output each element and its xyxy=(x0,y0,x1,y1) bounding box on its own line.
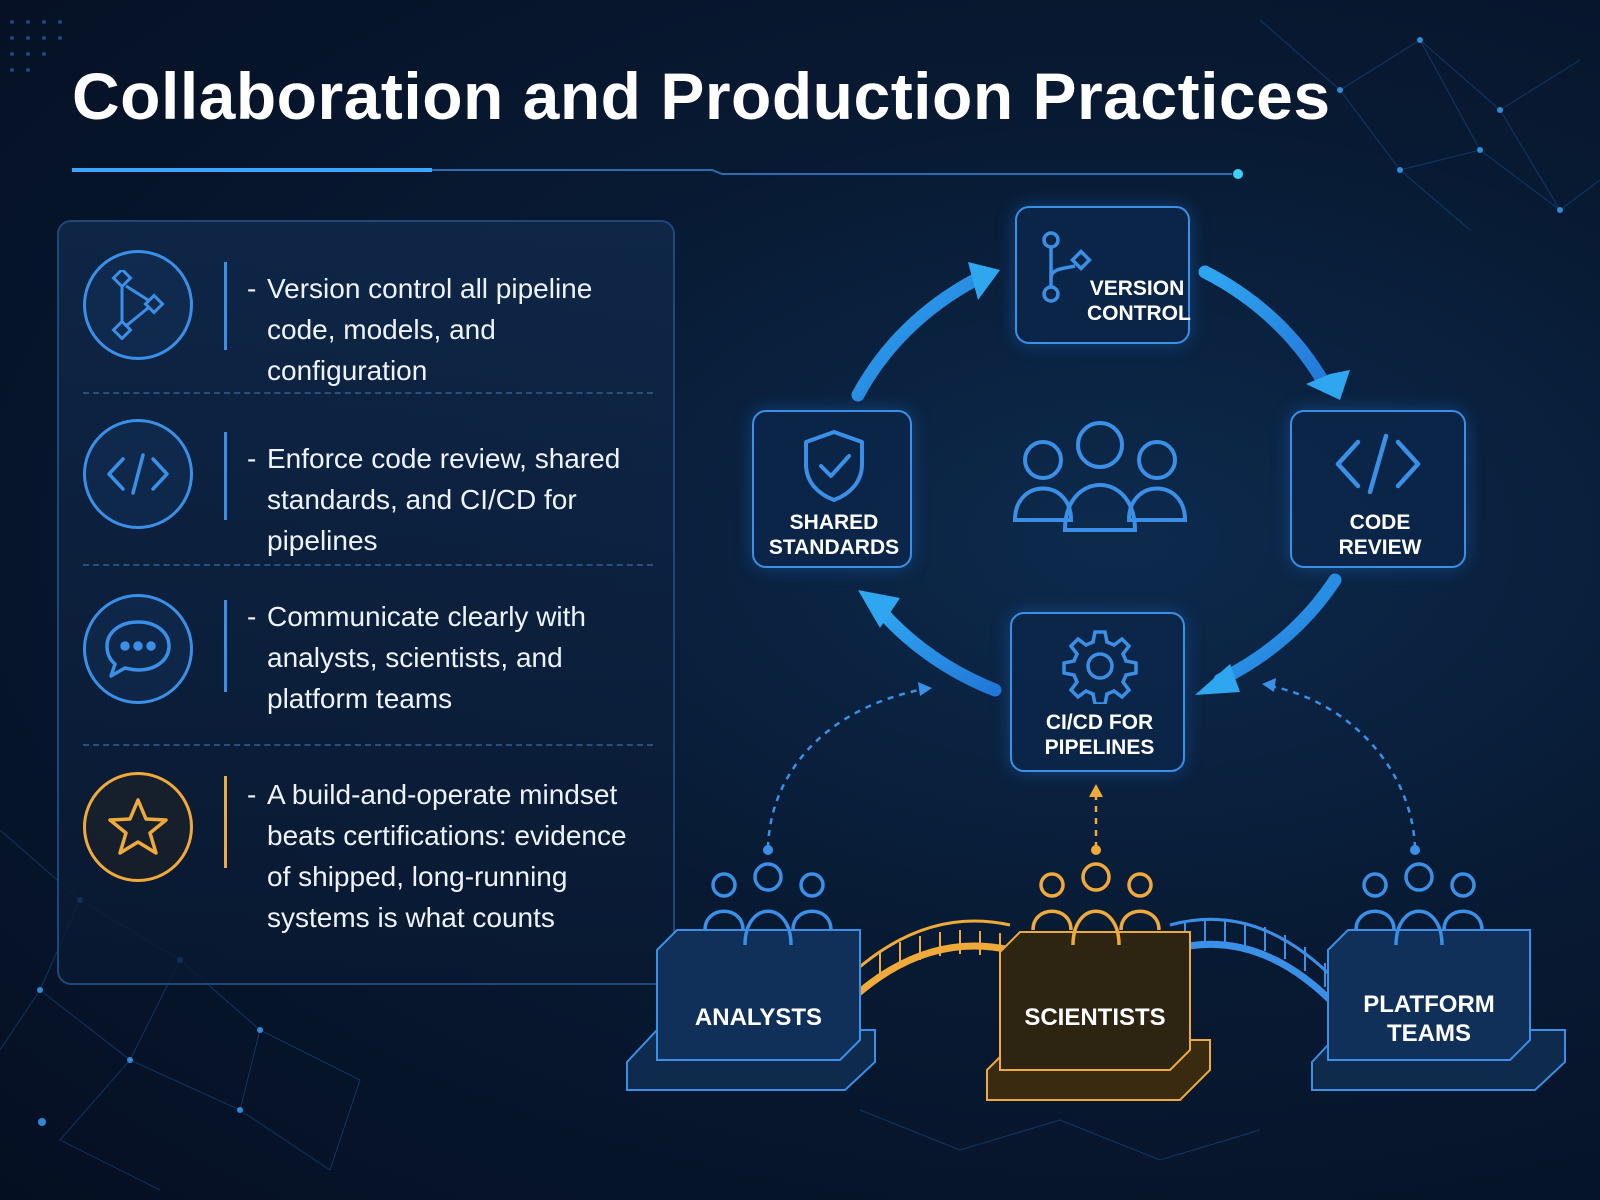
bullet-row-1: -Version control all pipeline code, mode… xyxy=(59,222,677,394)
bullet-row-4: -A build-and-operate mindset beats certi… xyxy=(59,746,677,986)
chat-bubble-icon xyxy=(83,594,193,704)
node-code-review: CODE REVIEW xyxy=(1290,410,1466,568)
node-label: CI/CD FOR PIPELINES xyxy=(1044,711,1155,759)
node-shared-standards: SHARED STANDARDS xyxy=(752,410,912,568)
node-version-control: VERSION CONTROL xyxy=(1015,206,1191,344)
team-label-analysts: ANALYSTS xyxy=(694,1004,823,1031)
page-title: Collaboration and Production Practices xyxy=(72,59,1331,133)
bullet-accent-bar xyxy=(224,432,227,520)
arrowhead xyxy=(1306,370,1350,400)
title-underline xyxy=(72,168,1243,179)
platform-pedestal xyxy=(1311,929,1566,1091)
arrow-version-to-review xyxy=(1198,265,1332,392)
shield-check-icon xyxy=(804,430,864,502)
team-label-scientists: SCIENTISTS xyxy=(1024,1004,1166,1031)
star-icon xyxy=(83,772,193,882)
node-label: VERSION CONTROL xyxy=(1087,277,1191,325)
git-branch-icon xyxy=(83,250,193,360)
bullet-accent-bar xyxy=(224,600,227,692)
row-divider xyxy=(83,392,653,394)
bullet-text: -A build-and-operate mindset beats certi… xyxy=(247,779,627,933)
bullet-text: -Enforce code review, shared standards, … xyxy=(247,443,621,556)
code-icon xyxy=(1335,433,1421,495)
bullet-row-3: -Communicate clearly with analysts, scie… xyxy=(59,566,677,746)
arrow-cicd-to-standards xyxy=(873,603,1002,697)
row-divider xyxy=(83,564,653,566)
node-label: CODE REVIEW xyxy=(1338,511,1422,559)
team-icon xyxy=(703,862,833,946)
practices-panel: -Version control all pipeline code, mode… xyxy=(57,220,675,985)
arrowhead xyxy=(968,262,1000,300)
git-branch-icon xyxy=(1042,231,1092,303)
bridge xyxy=(837,917,1343,1013)
arrowhead xyxy=(1195,664,1240,695)
code-icon xyxy=(83,419,193,529)
arrow-review-to-cicd xyxy=(1213,573,1342,687)
team-icon xyxy=(1031,862,1161,946)
bullet-row-2: -Enforce code review, shared standards, … xyxy=(59,394,677,566)
node-label: SHARED STANDARDS xyxy=(768,511,900,559)
scientists-pedestal xyxy=(986,931,1211,1101)
bullet-accent-bar xyxy=(224,262,227,350)
bullet-text: -Version control all pipeline code, mode… xyxy=(247,273,593,386)
arrow-standards-to-version xyxy=(851,273,982,402)
row-divider xyxy=(83,744,653,746)
bullet-accent-bar xyxy=(224,776,227,868)
gear-icon xyxy=(1062,630,1138,704)
bullet-text: -Communicate clearly with analysts, scie… xyxy=(247,601,586,714)
node-cicd-pipelines: CI/CD FOR PIPELINES xyxy=(1010,612,1185,772)
team-icon xyxy=(1354,862,1484,946)
team-icon xyxy=(1012,421,1188,532)
team-label-platform: PLATFORM TEAMS xyxy=(1363,991,1495,1047)
arrowhead xyxy=(858,590,900,628)
analysts-pedestal xyxy=(626,929,876,1091)
